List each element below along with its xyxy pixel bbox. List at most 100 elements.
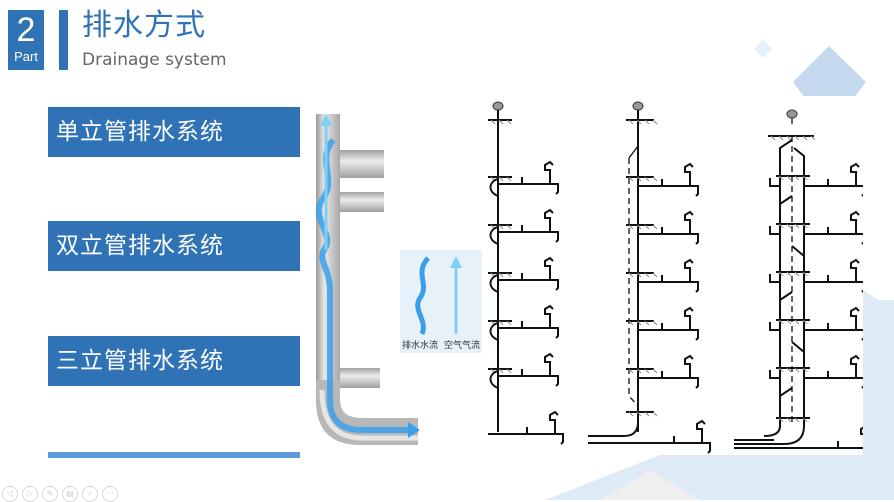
part-label: Part xyxy=(14,49,38,64)
fixture-trap xyxy=(860,426,863,435)
floor-hatch xyxy=(778,223,784,229)
double-stack-system-button[interactable]: 双立管排水系统 xyxy=(48,221,300,271)
floor-hatch xyxy=(636,411,642,417)
floor-hatch xyxy=(786,319,792,325)
fixture-trap xyxy=(544,304,554,328)
trap-j xyxy=(690,233,699,245)
floor-hatch xyxy=(794,367,800,373)
floor-hatch xyxy=(636,224,642,230)
offset-fitting xyxy=(489,274,499,293)
floor-hatch xyxy=(506,176,512,182)
floor-hatch xyxy=(652,411,658,417)
offset-fitting xyxy=(489,226,499,245)
fixture-trap xyxy=(684,162,694,186)
vent-connector xyxy=(628,145,639,159)
floor-hatch xyxy=(636,176,642,182)
floor-hatch xyxy=(636,119,642,125)
floor-hatch xyxy=(636,320,642,326)
floor-hatch xyxy=(498,272,504,278)
floor-hatch xyxy=(778,135,784,141)
fixture-trap xyxy=(684,354,694,378)
vent-cap-icon xyxy=(786,109,798,119)
trap-j xyxy=(856,185,863,197)
fixture-trap xyxy=(544,256,554,280)
legend-air-flow-label: 空气气流 xyxy=(444,341,481,351)
trap-j xyxy=(550,327,559,339)
trap-j xyxy=(856,281,863,293)
floor-hatch xyxy=(636,272,642,278)
part-badge: 2 Part xyxy=(8,10,44,70)
floor-hatch xyxy=(778,175,784,181)
floor-hatch xyxy=(652,272,658,278)
floor-hatch xyxy=(794,271,800,277)
floor-hatch xyxy=(786,367,792,373)
page-subtitle: Drainage system xyxy=(82,50,227,70)
fixture-trap xyxy=(850,210,860,234)
triple-stack-system-button[interactable]: 三立管排水系统 xyxy=(48,336,300,386)
fixture-trap xyxy=(850,162,860,186)
right-stack xyxy=(783,147,805,445)
trap-j xyxy=(550,183,559,195)
floor-hatch xyxy=(498,320,504,326)
building-drain-double xyxy=(588,421,639,437)
floor-hatch xyxy=(644,368,650,374)
floor-hatch xyxy=(794,135,800,141)
floor-hatch xyxy=(652,368,658,374)
bg-pentagon xyxy=(793,46,866,102)
left-stack xyxy=(763,139,793,437)
floor-hatch xyxy=(506,368,512,374)
trap-j xyxy=(550,375,559,387)
floor-hatch xyxy=(628,320,634,326)
trap-j xyxy=(690,329,699,341)
page-title: 排水方式 xyxy=(82,8,206,43)
fixture-trap xyxy=(696,419,706,443)
floor-hatch xyxy=(778,271,784,277)
single-stack-system-button[interactable]: 单立管排水系统 xyxy=(48,107,300,157)
floor-hatch xyxy=(628,368,634,374)
spiral-water-flow-icon xyxy=(415,256,431,335)
cross-connector xyxy=(779,291,793,301)
floor-hatch xyxy=(628,176,634,182)
trap-j xyxy=(550,231,559,243)
floor-hatch xyxy=(802,417,808,423)
trap-j xyxy=(856,233,863,245)
floor-hatch xyxy=(802,135,808,141)
floor-hatch xyxy=(652,320,658,326)
floor-hatch xyxy=(786,223,792,229)
trap-j xyxy=(690,281,699,293)
floor-hatch xyxy=(628,411,634,417)
floor-hatch xyxy=(498,119,504,125)
left-branch xyxy=(769,226,780,235)
cross-connector xyxy=(791,341,805,353)
fixture-trap xyxy=(684,306,694,330)
floor-hatch xyxy=(652,224,658,230)
floor-hatch xyxy=(498,176,504,182)
floor-hatch xyxy=(644,320,650,326)
offset-fitting xyxy=(489,370,499,389)
floor-hatch xyxy=(778,367,784,373)
floor-hatch xyxy=(636,368,642,374)
part-number: 2 xyxy=(16,11,36,49)
floor-hatch xyxy=(810,135,816,141)
floor-hatch xyxy=(778,319,784,325)
floor-hatch xyxy=(786,175,792,181)
floor-hatch xyxy=(652,119,658,125)
bg-lower-triangle xyxy=(600,470,700,500)
trap-j xyxy=(555,433,564,445)
cross-connector xyxy=(791,245,805,257)
floor-hatch xyxy=(778,417,784,423)
bg-blue-strip xyxy=(862,300,894,500)
bottom-accent-line xyxy=(48,452,300,458)
floor-hatch xyxy=(802,367,808,373)
floor-hatch xyxy=(644,411,650,417)
floor-hatch xyxy=(506,119,512,125)
floor-hatch xyxy=(652,176,658,182)
left-branch xyxy=(769,322,780,331)
floor-hatch xyxy=(506,320,512,326)
pipe-flow-illustration xyxy=(315,114,420,445)
floor-hatch xyxy=(802,319,808,325)
floor-hatch xyxy=(794,223,800,229)
floor-hatch xyxy=(786,271,792,277)
trap-j xyxy=(550,279,559,291)
